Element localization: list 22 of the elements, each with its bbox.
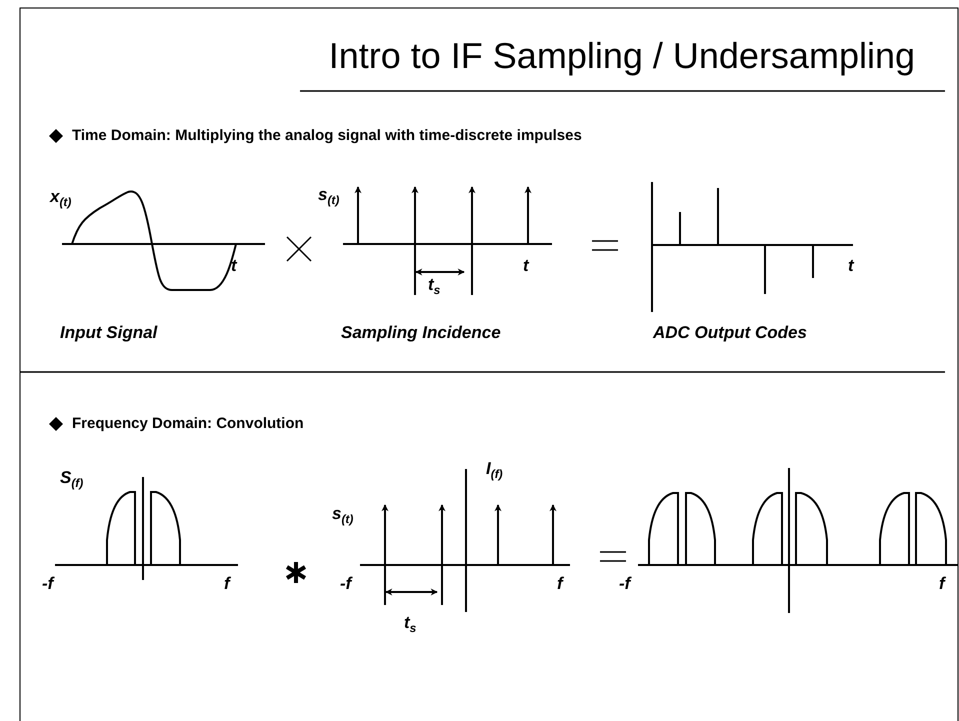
axis-label: I$_{(f)}$ (486, 460, 503, 482)
axis-label: -f (42, 575, 54, 594)
slide-title: Intro to IF Sampling / Undersampling (328, 36, 915, 76)
axis-label: f (939, 575, 945, 594)
dimension-label: t$_{s}$ (404, 614, 416, 636)
graph-caption: ADC Output Codes (653, 324, 807, 343)
graph-caption: Sampling Incidence (341, 324, 501, 343)
axis-label: t (231, 257, 237, 276)
axis-label: s$_{(t)}$ (318, 186, 340, 208)
graph-caption: Input Signal (60, 324, 158, 343)
axis-label: -f (340, 575, 352, 594)
axis-label: t (848, 257, 854, 276)
axis-label: s$_{(t)}$ (332, 505, 354, 526)
axis-label: f (557, 575, 563, 594)
axis-label: t (523, 257, 529, 276)
dimension-label: t$_{s}$ (428, 276, 440, 298)
axis-label: f (224, 575, 230, 594)
axis-label: -f (619, 575, 630, 594)
section-heading: Frequency Domain: Convolution (72, 416, 304, 432)
axis-label: x$_{(t)}$ (50, 188, 72, 210)
axis-label: S$_{(f)}$ (60, 469, 84, 490)
section-heading: Time Domain: Multiplying the analog signal with time-discrete impulses (72, 128, 582, 144)
